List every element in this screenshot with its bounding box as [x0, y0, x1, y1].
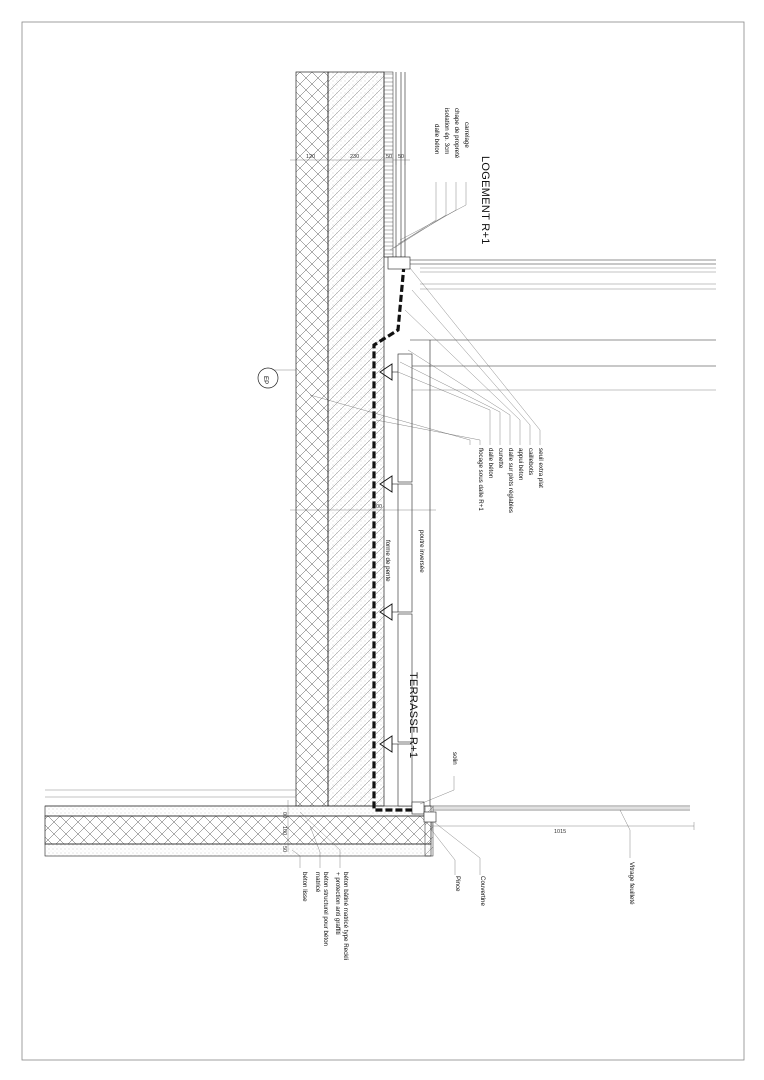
label-flocage: flocage sous dalle R+1 [477, 448, 484, 511]
sheet-frame [21, 21, 745, 1061]
label-dalle-top: dalle béton [433, 124, 440, 155]
dim-50c: 50 [281, 846, 287, 852]
dim-50b: 50 [398, 154, 404, 160]
threshold-assembly [387, 256, 716, 806]
dim-1015: 1015 [554, 829, 566, 835]
label-dalle-plots: dalle sur plots réglables [507, 448, 514, 513]
label-cunette: cunette [497, 448, 504, 469]
label-forme-pente: forme de pente [384, 540, 391, 582]
mid-dimension: 00 [290, 504, 436, 511]
label-couvertine: Couvertine [479, 876, 486, 906]
slab-dimensions: 00 100 50 [281, 800, 289, 852]
paving-slabs [379, 353, 413, 807]
title-logement: LOGEMENT R+1 [479, 156, 491, 245]
annotations: LOGEMENT R+1 TERRASSE R+1 carrelage chap… [301, 108, 635, 960]
title-terrasse: TERRASSE R+1 [407, 672, 419, 758]
label-beton-lisse: béton lisse [301, 872, 308, 902]
leader-lines [291, 182, 631, 875]
vertical-wall [295, 71, 406, 807]
label-carrelage: carrelage [463, 122, 470, 148]
top-dimension-chain: 120 230 50 50 [290, 154, 410, 165]
label-chape: chape de propreté [453, 108, 460, 159]
ep-label: EP [262, 376, 269, 384]
label-beton-structurel: béton structurel pour béton [322, 872, 329, 947]
dim-100: 100 [281, 826, 287, 835]
horizontal-slab [44, 789, 434, 857]
label-matrice: matricé [314, 872, 321, 893]
dimension-1015: 1015 [431, 822, 695, 835]
label-protection: + protection anti graffiti [334, 872, 341, 935]
dim-50a: 50 [386, 154, 392, 160]
label-appui: appui béton [517, 448, 524, 481]
dim-120: 120 [306, 154, 315, 160]
label-pince: Pince [454, 876, 461, 892]
label-vitrage: Vitrage feuilleté [628, 862, 635, 905]
dim-00: 00 [376, 504, 382, 510]
label-caillebotis: caillebotis [527, 448, 534, 475]
label-isolation: isolation ép. 3cm [443, 108, 450, 154]
waterproof-membrane [372, 264, 420, 812]
dim-00b: 00 [281, 812, 287, 818]
label-seuil: seuil extra plat [537, 448, 544, 488]
dim-230: 230 [350, 154, 359, 160]
label-dalle-beton: dalle béton [487, 448, 494, 479]
label-solin: solin [451, 752, 458, 765]
label-beton-bouchard: béton bâtiné matricé type Reckli [342, 872, 349, 960]
glass-balustrade [411, 801, 690, 823]
label-poutre: poutre inversée [418, 530, 425, 573]
ep-marker: EP [257, 367, 296, 389]
